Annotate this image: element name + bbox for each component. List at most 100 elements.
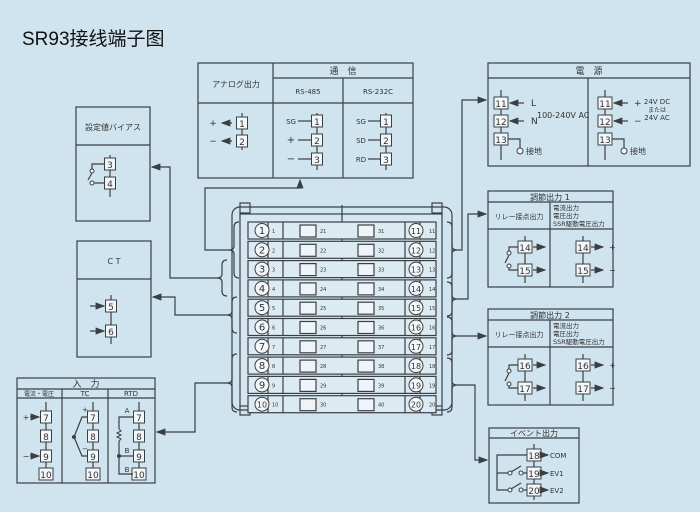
switch-arm bbox=[510, 465, 522, 473]
screw-terminal-number: 1 bbox=[259, 226, 265, 237]
terminal-row bbox=[247, 395, 437, 414]
leader-comm bbox=[204, 178, 304, 251]
terminal-number: 3 bbox=[383, 156, 389, 166]
analog-terminal bbox=[236, 134, 248, 148]
terminal-number: 2 bbox=[383, 137, 389, 147]
connector-number: 23 bbox=[320, 268, 326, 274]
screw-terminal-number: 8 bbox=[259, 361, 265, 372]
terminal-small-label: 14 bbox=[429, 287, 435, 293]
wire bbox=[118, 441, 133, 475]
terminal-number: 12 bbox=[495, 118, 506, 128]
control-output-1-analog-label: SSR駆動電圧出力 bbox=[553, 219, 605, 228]
leader-event bbox=[457, 384, 489, 464]
power-ac-terminal bbox=[493, 114, 509, 128]
terminal-small-label: 11 bbox=[429, 229, 435, 235]
terminal-number: 5 bbox=[108, 303, 114, 313]
terminal-number: 11 bbox=[495, 100, 506, 110]
ground-label: 接地 bbox=[526, 146, 542, 156]
power-dc-spec: 24V AC bbox=[644, 114, 670, 122]
analog-sign: + bbox=[209, 119, 217, 129]
connector-slot bbox=[299, 282, 317, 296]
screw-terminal-number: 14 bbox=[411, 285, 421, 294]
connector-number: 25 bbox=[320, 306, 326, 312]
tc-junction bbox=[72, 435, 76, 439]
screw-terminal-number: 11 bbox=[411, 227, 421, 236]
screw-terminal bbox=[408, 280, 424, 296]
contact-circle bbox=[506, 250, 512, 256]
connector-slot bbox=[299, 263, 317, 277]
control-output-1-header: 調節出力 1 bbox=[530, 192, 570, 202]
screw-terminal bbox=[254, 300, 270, 316]
connector-number: 30 bbox=[320, 403, 326, 409]
screw-terminal-number: 4 bbox=[259, 284, 265, 295]
rtd-resistor bbox=[115, 428, 123, 442]
event-signal: EV2 bbox=[550, 487, 564, 495]
terminal-number: 16 bbox=[577, 362, 589, 372]
connector-number: 35 bbox=[378, 306, 384, 312]
input-col-label: RTD bbox=[124, 390, 138, 398]
control-output-2-header: 調節出力 2 bbox=[530, 310, 570, 320]
contact-circle bbox=[89, 180, 95, 186]
wire bbox=[508, 268, 518, 271]
ct-panel bbox=[76, 240, 152, 358]
terminal-row bbox=[247, 221, 437, 240]
leader-input bbox=[155, 382, 227, 436]
terminal-number: 7 bbox=[90, 414, 96, 424]
terminal-number: 20 bbox=[528, 487, 540, 497]
terminal-number: 4 bbox=[107, 180, 113, 190]
connector-number: 36 bbox=[378, 326, 384, 332]
screw-terminal bbox=[408, 377, 424, 393]
screw-terminal-number: 13 bbox=[411, 266, 421, 275]
control-output-1-sign: + bbox=[609, 243, 616, 252]
terminal-number: 8 bbox=[90, 433, 96, 443]
screw-terminal-number: 18 bbox=[411, 362, 421, 371]
terminal-small-label: 8 bbox=[272, 364, 275, 370]
terminal-row bbox=[247, 337, 437, 356]
input-terminal bbox=[133, 449, 145, 463]
input-terminal bbox=[87, 410, 99, 424]
analog-terminal bbox=[236, 116, 248, 130]
connector-slot bbox=[357, 378, 375, 392]
terminal-number: 9 bbox=[136, 453, 142, 463]
screw-terminal-number: 12 bbox=[411, 246, 421, 255]
control-output-1-relay-label: リレー接点出力 bbox=[495, 212, 544, 221]
analog-output-header: アナログ出力 bbox=[212, 79, 260, 89]
connector-slot bbox=[357, 282, 375, 296]
rs485-terminal bbox=[311, 114, 323, 128]
screw-terminal-number: 10 bbox=[257, 401, 267, 410]
input-terminal bbox=[38, 467, 54, 481]
comm-header: 通 信 bbox=[329, 65, 356, 77]
rs232c-signal: SG bbox=[356, 118, 366, 126]
connector-number: 33 bbox=[378, 268, 384, 274]
terminal-number: 9 bbox=[43, 453, 49, 463]
rs232c-terminal bbox=[380, 133, 392, 147]
terminal-small-label: 5 bbox=[272, 306, 275, 312]
screw-terminal bbox=[254, 280, 270, 296]
terminal-small-label: 10 bbox=[272, 403, 278, 409]
ground-icon bbox=[516, 147, 524, 155]
rs232c-label: RS-232C bbox=[363, 88, 393, 96]
sv-bias-terminal bbox=[104, 157, 116, 171]
connector-number: 26 bbox=[320, 326, 326, 332]
connector-slot bbox=[299, 301, 317, 315]
leader-power bbox=[457, 96, 488, 251]
screw-terminal bbox=[254, 319, 270, 335]
screw-terminal-number: 19 bbox=[411, 381, 421, 390]
input-terminal bbox=[40, 410, 52, 424]
control-output-1-terminal bbox=[575, 263, 591, 277]
wire bbox=[508, 246, 518, 251]
rs485-signal: − bbox=[287, 154, 295, 165]
control-output-1-terminal bbox=[575, 240, 591, 254]
leader-ct bbox=[151, 293, 227, 316]
analog-sign: − bbox=[209, 137, 217, 147]
terminal-number: 12 bbox=[599, 118, 610, 128]
power-dc-signal: + bbox=[634, 99, 642, 109]
input-sign: + bbox=[23, 413, 30, 422]
event-signal: EV1 bbox=[550, 470, 564, 478]
screw-terminal bbox=[254, 223, 270, 238]
connector-number: 24 bbox=[320, 287, 326, 293]
mount-tab bbox=[239, 202, 251, 214]
connector-number: 37 bbox=[378, 345, 384, 351]
sv-bias-panel bbox=[75, 106, 151, 222]
terminal-number: 3 bbox=[314, 156, 320, 166]
